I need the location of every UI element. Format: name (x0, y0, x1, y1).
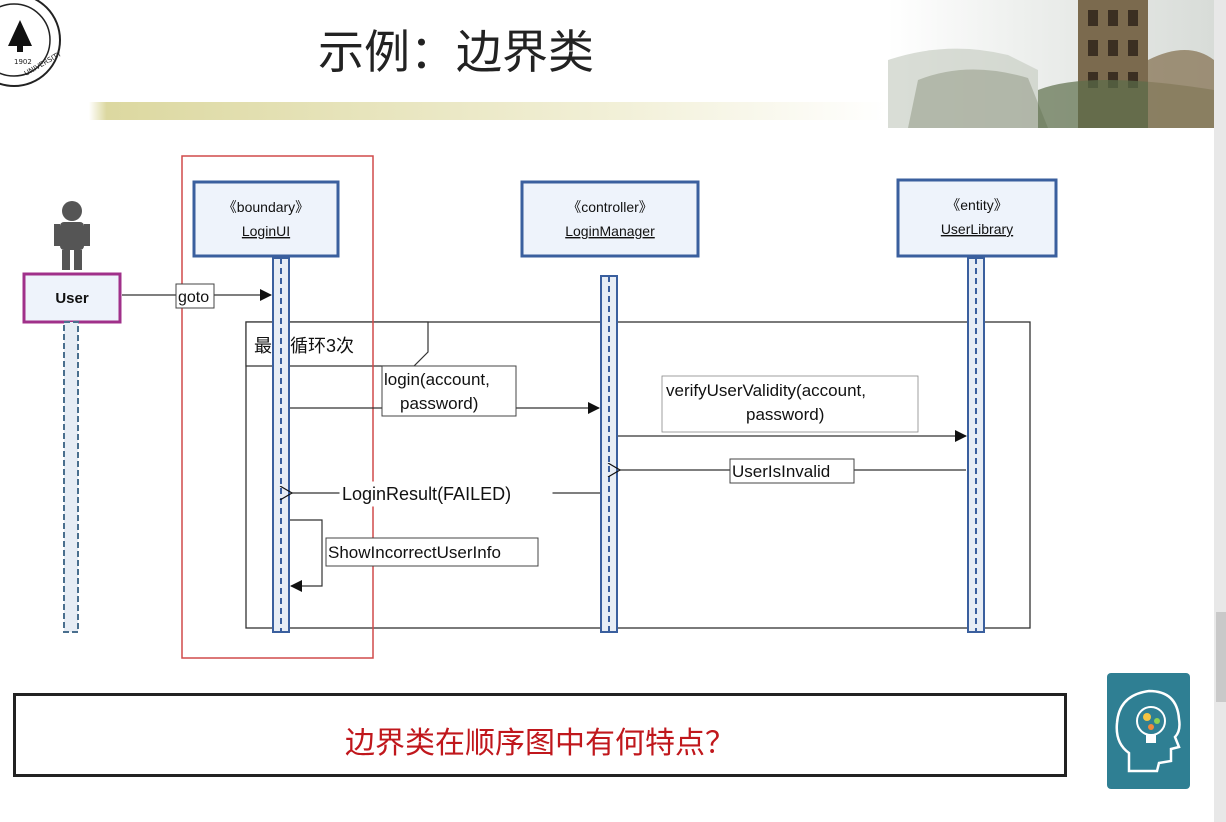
actor-figure (54, 201, 90, 270)
lifeline-head-entity (896, 178, 1058, 258)
message-login-label-line2: password) (400, 394, 478, 413)
activation-boundary (272, 257, 290, 633)
lifeline-stereotype-controller: 《controller》 (567, 199, 653, 215)
campus-building-photo (888, 0, 1214, 128)
lifeline-stereotype-boundary: 《boundary》 (223, 199, 309, 215)
message-login-label-line1: login(account, (384, 370, 490, 389)
message-showincorrect-arrow (290, 519, 323, 592)
message-verify-label-line1: verifyUserValidity(account, (666, 381, 866, 400)
lightbulb-head-icon (1107, 673, 1190, 789)
lifeline-name-boundary: LoginUI (242, 223, 290, 239)
header-decor-bar (0, 102, 888, 120)
question-box: 边界类在顺序图中有何特点？ (13, 693, 1067, 777)
message-verify-label-line2: password) (746, 405, 824, 424)
message-loginresult-label: LoginResult(FAILED) (342, 484, 511, 504)
actor-box (22, 272, 122, 324)
lifeline-head-boundary (192, 180, 340, 258)
question-text: 边界类在顺序图中有何特点？ (345, 726, 735, 761)
lifeline-name-controller: LoginManager (565, 223, 655, 239)
loop-label: 最多循环3次 (254, 336, 354, 356)
university-logo: 1902 UNIVERSITY (0, 0, 64, 87)
logo-year: 1902 (14, 58, 32, 66)
loop-frame (245, 321, 1031, 629)
sequence-diagram: 最多循环3次 User 《boundary》 LoginUI 《controll… (0, 150, 1072, 660)
actor-name: User (55, 290, 89, 307)
lifeline-name-entity: UserLibrary (941, 221, 1013, 237)
message-goto-label: goto (178, 289, 209, 306)
message-showincorrect-label: ShowIncorrectUserInfo (328, 543, 501, 562)
lifeline-head-controller (520, 180, 700, 258)
lifeline-stereotype-entity: 《entity》 (946, 197, 1007, 213)
loop-label-tab (245, 321, 429, 367)
boundary-highlight-box (181, 155, 374, 659)
activation-entity (967, 257, 985, 633)
message-userisinvalid-label: UserIsInvalid (732, 462, 830, 481)
scrollbar-thumb[interactable] (1216, 612, 1226, 702)
activation-actor (63, 321, 79, 633)
